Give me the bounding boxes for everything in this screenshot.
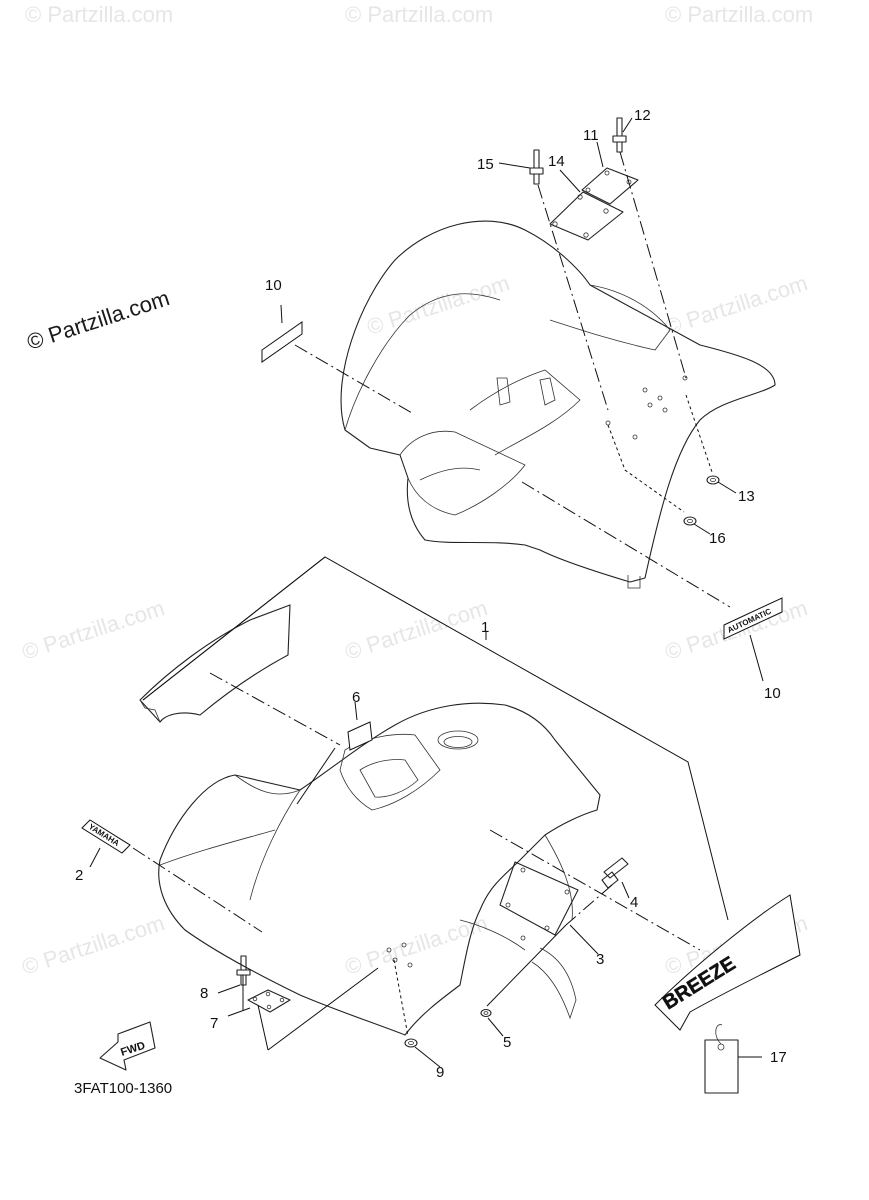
callout-4: 4 [630, 894, 638, 911]
yamaha-decal: YAMAHA [81, 819, 131, 854]
diagram-code: 3FAT100-1360 [74, 1080, 172, 1097]
callout-12: 12 [634, 107, 651, 124]
callout-10-top: 10 [265, 277, 282, 294]
rivet-15 [529, 149, 544, 185]
callout-2: 2 [75, 867, 83, 884]
watermark-main: © Partzilla.com [24, 285, 173, 355]
yamaha-decal-text: YAMAHA [87, 822, 121, 848]
leader-lines [89, 117, 764, 1068]
decal-6 [347, 721, 373, 751]
front-fender-lower [139, 604, 601, 1036]
washer-5 [480, 1008, 492, 1018]
watermark-grid: © Partzilla.com © Partzilla.com © Partzi… [19, 2, 813, 980]
rivet-4 [601, 857, 629, 889]
washer-9 [404, 1038, 418, 1048]
callout-15: 15 [477, 156, 494, 173]
callout-14: 14 [548, 153, 565, 170]
watermark-faint: © Partzilla.com [342, 595, 491, 665]
emblem-10-left [261, 321, 303, 363]
callout-13: 13 [738, 488, 755, 505]
watermark-faint: © Partzilla.com [19, 595, 168, 665]
callout-10-right: 10 [764, 685, 781, 702]
callout-16: 16 [709, 530, 726, 547]
callout-labels: 1 2 3 4 5 6 7 8 9 10 10 11 12 13 14 15 1… [75, 107, 787, 1081]
callout-8: 8 [200, 985, 208, 1002]
watermark-faint: © Partzilla.com [364, 270, 513, 340]
watermark-faint: © Partzilla.com [662, 270, 811, 340]
callout-6: 6 [352, 689, 360, 706]
callout-7: 7 [210, 1015, 218, 1032]
callout-9: 9 [436, 1064, 444, 1081]
callout-3: 3 [596, 951, 604, 968]
watermark-faint: © Partzilla.com [25, 2, 173, 27]
rivet-12 [612, 117, 627, 153]
washer-16 [683, 516, 697, 526]
rear-fender-upper [340, 220, 776, 589]
callout-5: 5 [503, 1034, 511, 1051]
watermark-faint: © Partzilla.com [665, 2, 813, 27]
callout-11: 11 [583, 127, 599, 144]
watermark-faint: © Partzilla.com [19, 910, 168, 980]
tag-17 [704, 1024, 739, 1094]
plate-7 [247, 989, 291, 1013]
callout-17: 17 [770, 1049, 787, 1066]
fwd-arrow-icon: FWD [99, 1021, 156, 1071]
callout-1: 1 [481, 619, 489, 636]
washer-13 [706, 475, 720, 485]
plate-14 [549, 191, 624, 241]
watermark-faint: © Partzilla.com [345, 2, 493, 27]
